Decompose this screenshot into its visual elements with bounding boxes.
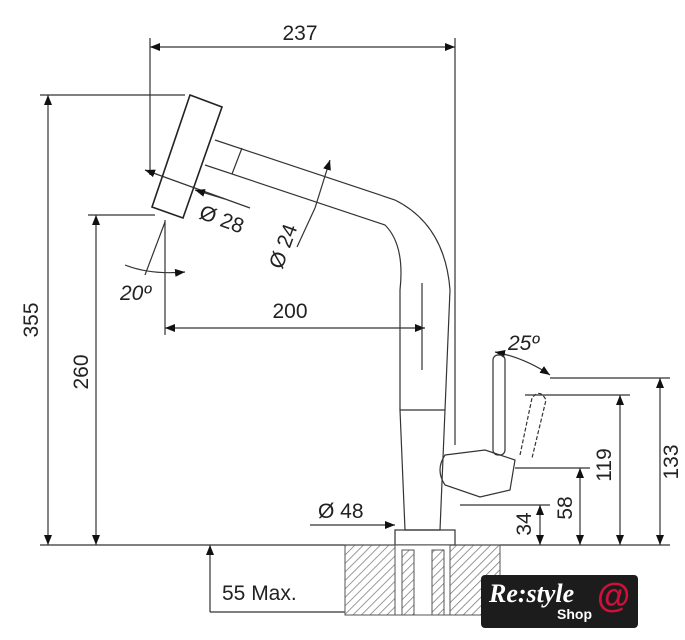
dim-200: 200 [272,300,307,323]
dim-260: 260 [70,354,93,389]
dimension-lines [44,43,664,613]
cart-at-icon: @ [597,577,631,615]
dim-34: 34 [513,512,536,536]
logo-sub: Shop [557,606,592,622]
dim-counter-thickness: 55 Max. [222,582,297,605]
logo-brand: Re:style [489,579,575,608]
dim-base-diameter: Ø 48 [318,500,364,523]
countertop-section [344,544,501,616]
dim-133: 133 [660,444,683,479]
faucet [150,93,547,546]
dim-head-angle: 20º [119,282,152,305]
dim-119: 119 [593,448,616,481]
dim-355: 355 [20,302,43,337]
dim-237: 237 [282,22,317,45]
dim-lever-angle: 25º [507,332,540,355]
restyle-shop-logo: Re:style Shop @ [481,575,638,628]
dim-head-diameter: Ø 28 [196,201,247,238]
dim-58: 58 [554,496,577,519]
